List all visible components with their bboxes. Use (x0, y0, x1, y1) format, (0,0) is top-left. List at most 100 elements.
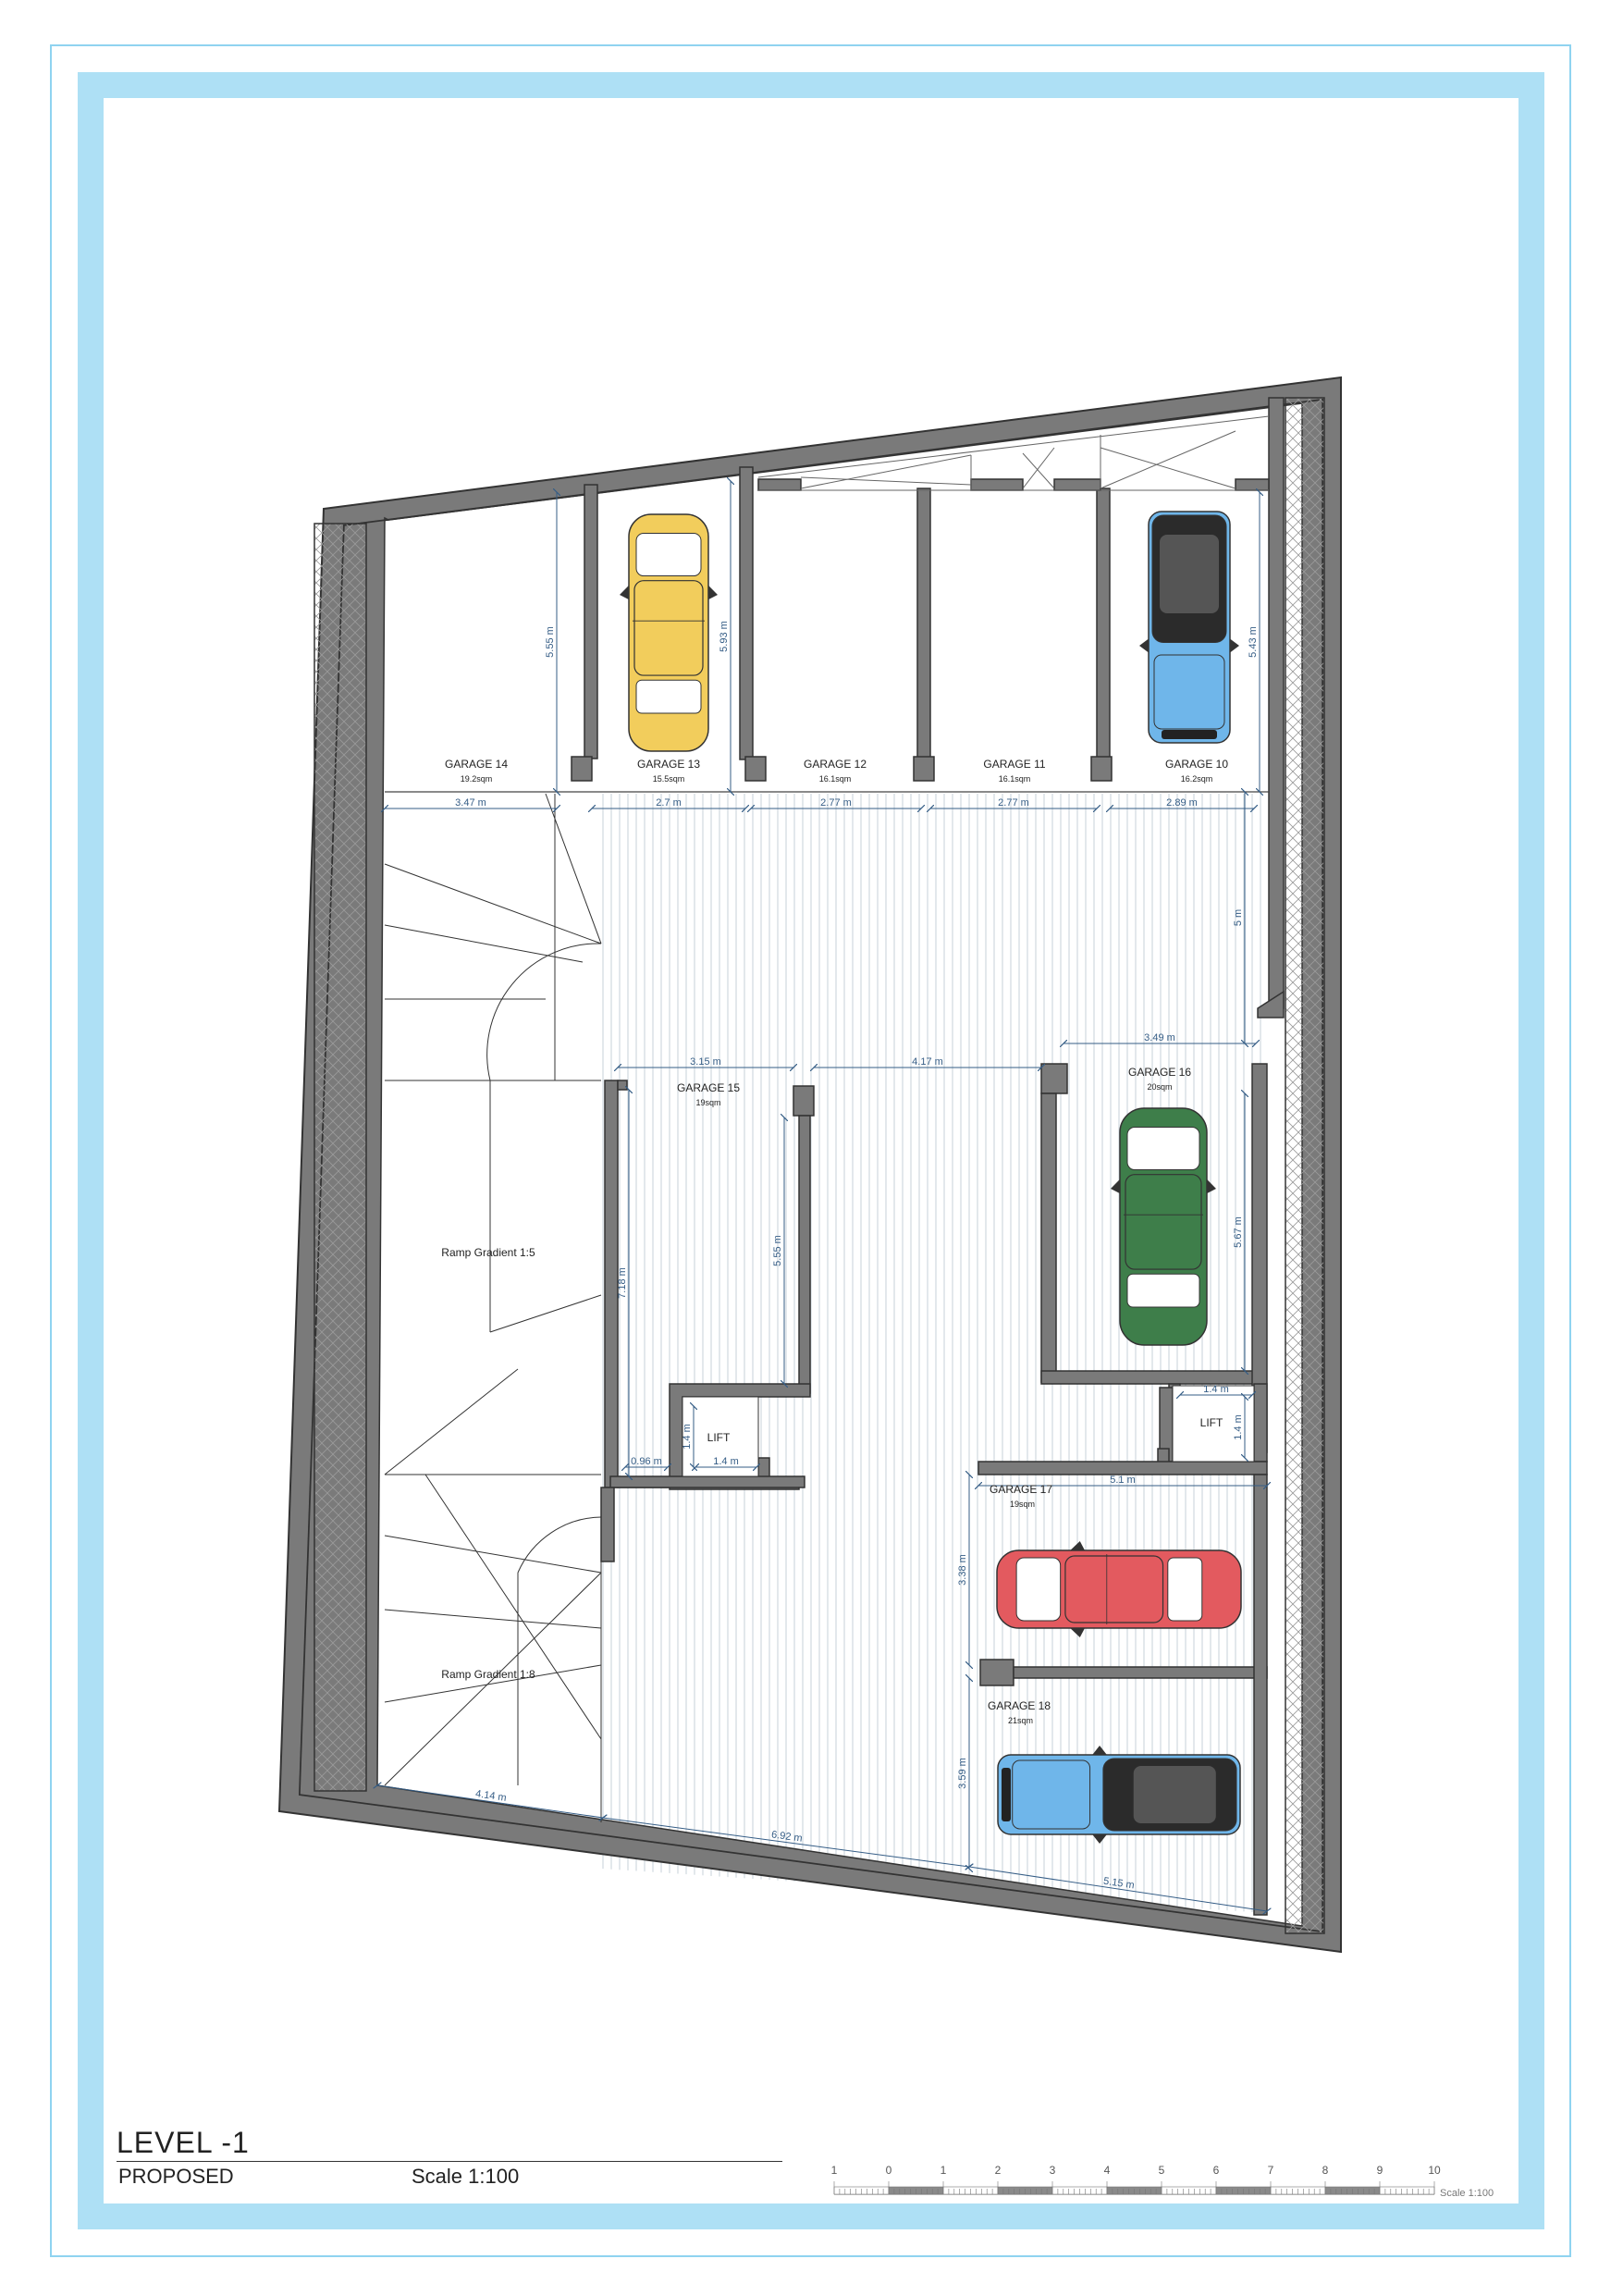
dim-bottom-mid: 6.92 m (603, 1818, 969, 1867)
car-yellow (620, 513, 718, 752)
garage-name: GARAGE 18 (988, 1699, 1051, 1712)
right-hatch (1285, 397, 1325, 1934)
svg-text:3.15 m: 3.15 m (690, 1056, 721, 1068)
svg-text:1.4 m: 1.4 m (682, 1424, 693, 1450)
top-garage-walls (571, 397, 1285, 1018)
svg-text:1.4 m: 1.4 m (1233, 1414, 1244, 1440)
scale-tick-label: 2 (995, 2164, 1002, 2177)
garage-area: 19sqm (1010, 1500, 1035, 1509)
svg-text:5 m: 5 m (1233, 909, 1244, 926)
roof-truss (757, 415, 1270, 491)
garage-name: GARAGE 16 (1128, 1066, 1191, 1079)
scale-tick-label: 1 (831, 2164, 838, 2177)
level-title: LEVEL -1 (117, 2126, 250, 2159)
svg-text:3.38 m: 3.38 m (957, 1554, 968, 1586)
svg-text:2.77 m: 2.77 m (820, 797, 852, 809)
dim-g11-width: 2.77 m (930, 797, 1097, 809)
garage-name: GARAGE 10 (1165, 758, 1228, 771)
dim-g15-depth: 5.55 m (772, 1117, 784, 1384)
dim-g14-width: 3.47 m (385, 797, 557, 809)
garage-name: GARAGE 15 (677, 1081, 740, 1094)
title-block: LEVEL -1 (117, 2126, 542, 2160)
svg-text:7.18 m: 7.18 m (617, 1267, 628, 1299)
circulation-floor (601, 794, 1267, 1913)
garage-15-walls (600, 1080, 815, 1562)
garage-area: 15.5sqm (653, 774, 685, 784)
sheet-frame (78, 72, 1544, 2229)
ramp-label: Ramp Gradient 1:8 (441, 1668, 535, 1681)
svg-text:2.7 m: 2.7 m (656, 797, 682, 809)
garage-area: 21sqm (1008, 1716, 1033, 1725)
scale-tick-label: 10 (1428, 2164, 1441, 2177)
scale-tick-label: 7 (1268, 2164, 1274, 2177)
dim-g12-width: 2.77 m (751, 797, 921, 809)
dim-g10-width: 2.89 m (1110, 797, 1254, 809)
svg-text:3.47 m: 3.47 m (455, 797, 486, 809)
garage-16-walls (1040, 1063, 1268, 1464)
svg-text:1.4 m: 1.4 m (1203, 1384, 1229, 1395)
svg-text:5.55 m: 5.55 m (545, 626, 556, 658)
car-blue-bottom (997, 1746, 1241, 1844)
dim-mid-width: 4.17 m (814, 1056, 1041, 1068)
scale-tick-label: 0 (886, 2164, 892, 2177)
svg-text:5.15 m: 5.15 m (1102, 1876, 1135, 1892)
svg-text:5.93 m: 5.93 m (719, 621, 730, 652)
dim-lift2-h: 1.4 m (1233, 1397, 1245, 1458)
svg-text:4.14 m: 4.14 m (474, 1788, 507, 1804)
proposed-label: PROPOSED (118, 2165, 234, 2188)
garage-area: 20sqm (1147, 1082, 1172, 1092)
ramp-label: Ramp Gradient 1:5 (441, 1246, 535, 1259)
dim-g15-width: 3.15 m (618, 1056, 793, 1068)
car-green (1111, 1107, 1216, 1346)
garage-17-18-walls (977, 1461, 1268, 1916)
dim-g13-width: 2.7 m (592, 797, 745, 809)
svg-text:5.43 m: 5.43 m (1248, 626, 1259, 658)
svg-text:3.59 m: 3.59 m (957, 1758, 968, 1789)
scale-label: Scale 1:100 (412, 2165, 520, 2188)
lift-label: LIFT (707, 1431, 731, 1444)
dim-lift2-w: 1.4 m (1180, 1384, 1252, 1395)
scale-tick-label: 9 (1377, 2164, 1383, 2177)
svg-text:4.17 m: 4.17 m (912, 1056, 943, 1068)
svg-text:0.96 m: 0.96 m (631, 1456, 662, 1467)
scale-tick-label: 1 (941, 2164, 947, 2177)
scale-tick-label: 4 (1104, 2164, 1111, 2177)
svg-text:2.89 m: 2.89 m (1166, 797, 1198, 809)
scale-tick-label: 5 (1159, 2164, 1165, 2177)
garage-area: 16.2sqm (1181, 774, 1213, 784)
dim-aisle: 5 m (1233, 792, 1245, 1043)
svg-text:6.92 m: 6.92 m (770, 1829, 803, 1844)
lift-label: LIFT (1200, 1416, 1223, 1429)
garage-name: GARAGE 12 (804, 758, 867, 771)
garage-area: 16.1sqm (999, 774, 1031, 784)
title-rule (117, 2161, 782, 2162)
dim-g14-depth: 5.55 m (545, 492, 557, 792)
dim-g16-depth: 5.67 m (1233, 1093, 1245, 1371)
garage-name: GARAGE 13 (637, 758, 700, 771)
ramp (384, 793, 602, 1822)
svg-text:2.77 m: 2.77 m (998, 797, 1029, 809)
dim-g13-depth: 5.93 m (719, 481, 731, 792)
garage-name: GARAGE 14 (445, 758, 508, 771)
dim-g10-depth: 5.43 m (1248, 492, 1260, 792)
dim-g15-total: 7.18 m (617, 1090, 629, 1476)
left-hatch (314, 523, 367, 1792)
scale-tick-label: 8 (1322, 2164, 1329, 2177)
garage-area: 19sqm (695, 1098, 720, 1107)
car-red (996, 1541, 1242, 1637)
dim-g16-width: 3.49 m (1064, 1032, 1256, 1043)
garage-area: 16.1sqm (819, 774, 852, 784)
dim-g17-depth: 3.38 m (957, 1475, 969, 1665)
garage-name: GARAGE 17 (990, 1483, 1052, 1496)
dim-lift1-w: 1.4 m (695, 1456, 756, 1467)
scale-tick-label: 3 (1050, 2164, 1056, 2177)
dim-g17-width: 5.1 m (978, 1475, 1267, 1486)
dim-bottom-left: 4.14 m (377, 1785, 603, 1818)
scale-bar-label: Scale 1:100 (1440, 2188, 1494, 2199)
outer-border (50, 44, 1571, 2257)
svg-text:3.49 m: 3.49 m (1144, 1032, 1175, 1043)
scale-tick-label: 6 (1213, 2164, 1220, 2177)
dim-lift1-h: 1.4 m (682, 1406, 694, 1467)
